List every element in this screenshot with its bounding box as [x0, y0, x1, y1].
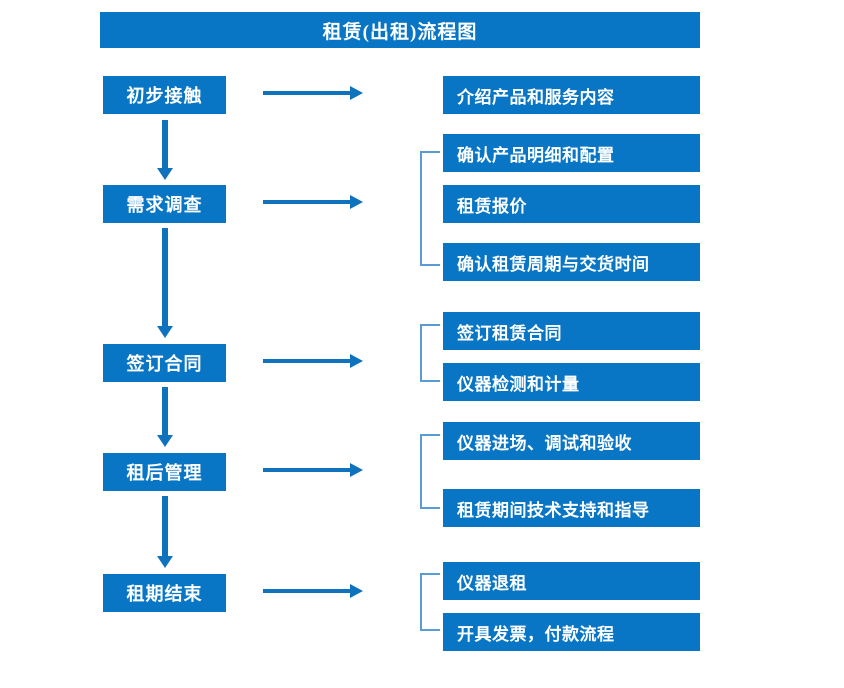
arrow-shaft [263, 91, 351, 95]
arrow-shaft [162, 496, 168, 556]
detail-box-confirm-period-delivery[interactable]: 确认租赁周期与交货时间 [443, 243, 700, 281]
stage-box-requirement-survey[interactable]: 需求调查 [103, 185, 226, 223]
arrow-stage-5-right [263, 584, 363, 598]
bracket-group-closing [420, 573, 440, 631]
arrow-head-icon [350, 354, 363, 368]
arrow-head-icon [157, 556, 173, 568]
arrow-head-icon [157, 435, 173, 447]
stage-box-initial-contact[interactable]: 初步接触 [103, 76, 226, 114]
flowchart-title: 租赁(出租)流程图 [100, 12, 700, 48]
detail-box-instrument-entry-commissioning[interactable]: 仪器进场、调试和验收 [443, 422, 700, 460]
arrow-head-icon [157, 168, 173, 180]
arrow-head-icon [350, 584, 363, 598]
detail-box-instrument-return[interactable]: 仪器退租 [443, 562, 700, 600]
arrow-stage-4-to-5 [157, 496, 173, 568]
arrow-stage-4-right [263, 463, 363, 477]
detail-box-instrument-inspection[interactable]: 仪器检测和计量 [443, 363, 700, 401]
arrow-shaft [162, 120, 168, 168]
detail-box-rental-quote[interactable]: 租赁报价 [443, 185, 700, 223]
arrow-head-icon [350, 86, 363, 100]
arrow-head-icon [350, 463, 363, 477]
arrow-stage-2-right [263, 195, 363, 209]
arrow-stage-1-to-2 [157, 120, 173, 180]
detail-box-invoice-payment[interactable]: 开具发票，付款流程 [443, 613, 700, 651]
arrow-shaft [263, 468, 351, 472]
arrow-shaft [162, 228, 168, 326]
arrow-stage-3-to-4 [157, 387, 173, 447]
arrow-shaft [263, 200, 351, 204]
bracket-group-management [420, 434, 440, 509]
detail-box-introduce-products[interactable]: 介绍产品和服务内容 [443, 76, 700, 114]
arrow-shaft [263, 589, 351, 593]
bracket-group-contract [420, 324, 440, 382]
arrow-stage-1-right [263, 86, 363, 100]
arrow-stage-3-right [263, 354, 363, 368]
arrow-head-icon [157, 326, 173, 338]
stage-box-lease-end[interactable]: 租期结束 [103, 574, 226, 612]
stage-box-sign-contract[interactable]: 签订合同 [103, 344, 226, 382]
arrow-shaft [162, 387, 168, 435]
detail-box-technical-support[interactable]: 租赁期间技术支持和指导 [443, 489, 700, 527]
arrow-shaft [263, 359, 351, 363]
detail-box-confirm-product-details[interactable]: 确认产品明细和配置 [443, 134, 700, 172]
bracket-group-requirements [420, 151, 440, 266]
stage-box-post-rental-management[interactable]: 租后管理 [103, 453, 226, 491]
detail-box-sign-rental-contract[interactable]: 签订租赁合同 [443, 312, 700, 350]
arrow-stage-2-to-3 [157, 228, 173, 338]
arrow-head-icon [350, 195, 363, 209]
